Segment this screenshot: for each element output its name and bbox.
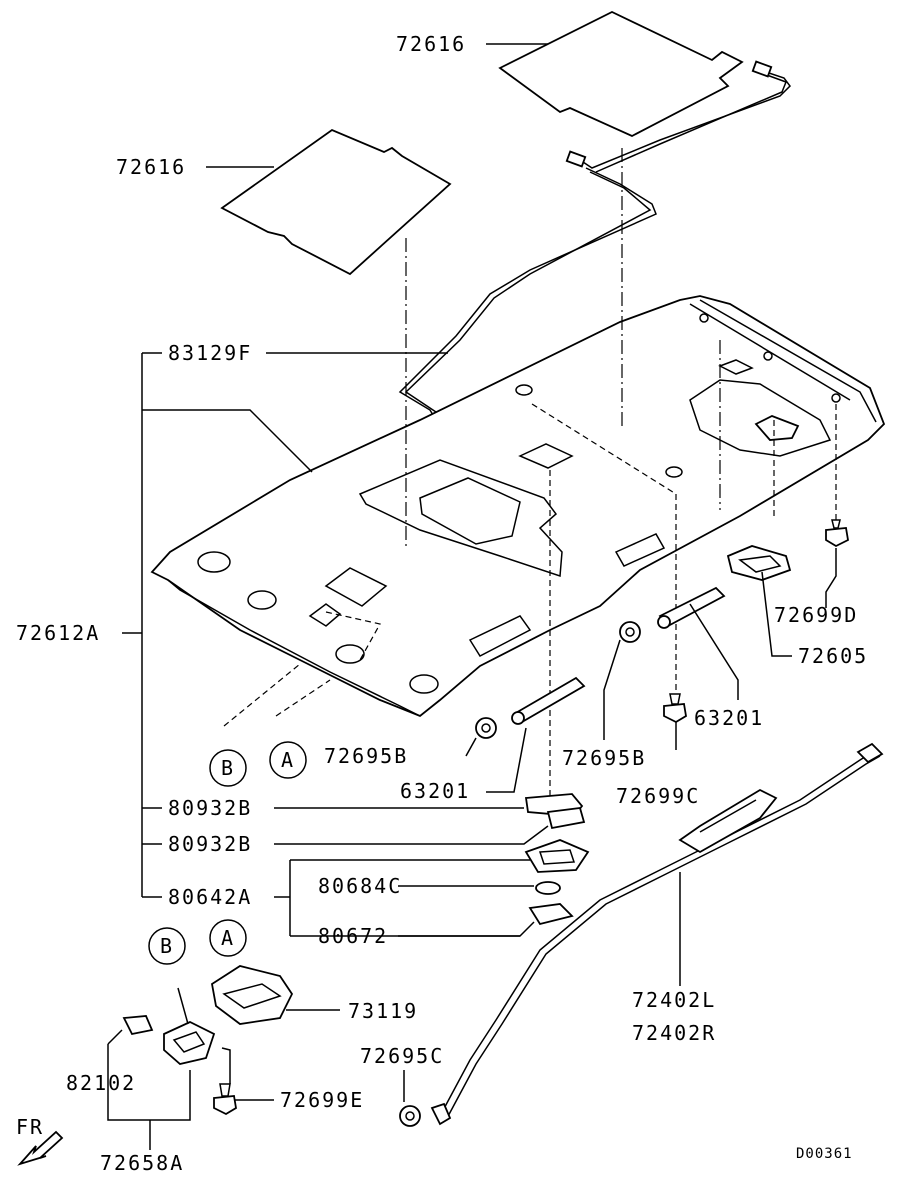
sound-pad-lower [220,128,452,276]
label-72612A: 72612A [16,621,100,645]
label-72402R: 72402R [632,1021,716,1045]
callout-a-upper: A [281,748,295,772]
clip-72699E [213,1083,237,1116]
label-82102: 82102 [66,1071,136,1095]
room-lamp-80642A [524,839,590,873]
label-72699D: 72699D [774,603,858,627]
clip-72699D [825,519,849,548]
clip-72695C [399,1105,421,1127]
callout-a-lower: A [221,926,235,950]
label-72695C: 72695C [360,1044,444,1068]
label-73119: 73119 [348,999,418,1023]
label-72616-top: 72616 [396,32,466,56]
lens-80672 [528,903,574,926]
bulb-82102 [122,1015,154,1036]
diagram-code: D00361 [796,1146,853,1162]
dome-lamp-cover [726,545,792,581]
label-63201-right: 63201 [694,706,764,730]
bracket-80932B-2 [546,807,586,830]
curtain-airbag [430,742,884,1126]
sound-pad-upper [498,10,744,138]
headlining [150,295,886,718]
label-63201-left: 63201 [400,779,470,803]
sunvisor-holder-left [511,676,586,725]
label-fr: FR [16,1115,44,1139]
clip-72695B-left [475,717,497,739]
bulb-80684C [535,881,561,895]
sunvisor-holder-right [657,586,726,629]
label-80672: 80672 [318,924,388,948]
front-arrow-icon [17,1130,64,1166]
label-80932B-2: 80932B [168,832,252,856]
label-72658A: 72658A [100,1151,184,1175]
label-80684C: 80684C [318,874,402,898]
label-83129F: 83129F [168,341,252,365]
clip-72699C [663,693,687,724]
label-72616-left: 72616 [116,155,186,179]
callout-b-upper: B [221,756,235,780]
label-80642A: 80642A [168,885,252,909]
label-80932B-1: 80932B [168,796,252,820]
label-72695B-right: 72695B [562,746,646,770]
label-72695B-left: 72695B [324,744,408,768]
lamp-assy-72658A [163,1021,216,1065]
label-72699C: 72699C [616,784,700,808]
callout-b-lower: B [160,934,174,958]
map-lamp-73119 [211,965,294,1025]
clip-72695B-right [619,621,641,643]
label-72402L: 72402L [632,988,716,1012]
label-72605: 72605 [798,644,868,668]
label-72699E: 72699E [280,1088,364,1112]
